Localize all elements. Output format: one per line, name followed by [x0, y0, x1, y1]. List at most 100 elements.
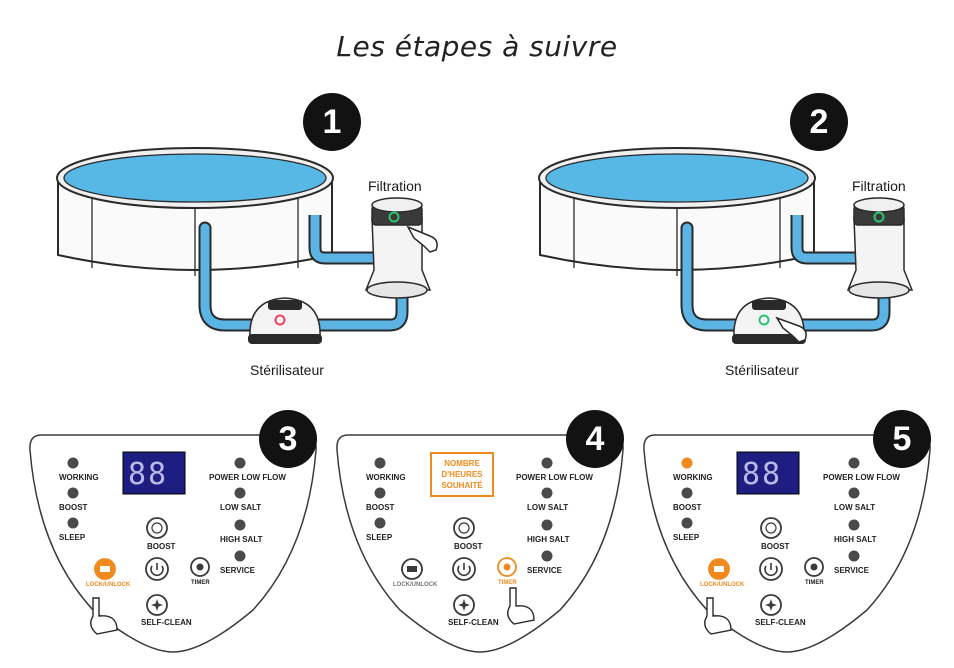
sterilizer-label: Stérilisateur [725, 362, 799, 378]
step-number-badge: 4 [566, 410, 624, 468]
led-right-2 [848, 519, 860, 531]
sparkle-icon [151, 599, 163, 611]
label-self-clean: SELF-CLEAN [755, 618, 806, 627]
led-right-2 [234, 519, 246, 531]
label-working: WORKING [366, 473, 406, 482]
led-working [681, 457, 693, 469]
label-working: WORKING [59, 473, 99, 482]
hand-pointer-icon [507, 587, 535, 625]
sparkle-icon [458, 599, 470, 611]
led-boost [374, 487, 386, 499]
sterilizer-power-icon[interactable] [758, 314, 770, 326]
label-right-1: LOW SALT [834, 503, 876, 512]
label-lock-unlock: LOCK/UNLOCK [393, 582, 438, 588]
filtration-label: Filtration [852, 178, 906, 194]
label-right-2: HIGH SALT [220, 535, 263, 544]
timer-icon [196, 563, 204, 571]
led-right-1 [541, 487, 553, 499]
label-self-clean: SELF-CLEAN [141, 618, 192, 627]
boost-icon [765, 522, 777, 534]
led-working [374, 457, 386, 469]
hand-pointer-icon [775, 316, 807, 343]
panel-outline [336, 434, 624, 653]
sparkle-icon [765, 599, 777, 611]
led-sleep [681, 517, 693, 529]
label-boost: BOOST [59, 503, 88, 512]
led-boost [67, 487, 79, 499]
led-boost [681, 487, 693, 499]
panel-outline [643, 434, 931, 653]
display-digits: 88 [742, 457, 783, 492]
step-number-badge: 5 [873, 410, 931, 468]
label-timer: TIMER [191, 580, 210, 586]
label-lock-unlock: LOCK/UNLOCK [86, 582, 131, 588]
led-sleep [374, 517, 386, 529]
label-right-1: LOW SALT [527, 503, 569, 512]
digital-display [122, 451, 186, 495]
led-right-0 [848, 457, 860, 469]
led-right-3 [234, 550, 246, 562]
label-timer: TIMER [805, 580, 824, 586]
led-right-1 [234, 487, 246, 499]
led-right-3 [541, 550, 553, 562]
power-icon [764, 563, 778, 577]
label-sleep: SLEEP [673, 533, 700, 542]
power-icon [457, 563, 471, 577]
label-right-2: HIGH SALT [527, 535, 570, 544]
boost-button[interactable] [146, 517, 168, 539]
led-working [67, 457, 79, 469]
step-2-scene: Filtration Stérilisateur 2 [477, 0, 954, 400]
filter-power-icon[interactable] [388, 211, 400, 223]
label-timer: TIMER [498, 580, 517, 586]
lock-icon [407, 566, 417, 572]
pool-filtration-diagram-1 [56, 147, 438, 344]
label-right-3: SERVICE [220, 566, 255, 575]
led-right-0 [541, 457, 553, 469]
control-panel-5: WORKING BOOST SLEEP POWER LOW FLOW LOW SALT H… [637, 410, 937, 655]
panel-outline [29, 434, 317, 653]
control-panel-3: WORKING BOOST SLEEP POWER LOW FLOW LOW SALT H… [23, 410, 323, 655]
label-boost: BOOST [366, 503, 395, 512]
panel-body [29, 434, 317, 653]
display-digits: 88 [128, 457, 169, 492]
step-number-badge: 3 [259, 410, 317, 468]
filter-power-icon[interactable] [873, 211, 885, 223]
boost-button[interactable] [760, 517, 782, 539]
sterilizer-label: Stérilisateur [250, 362, 324, 378]
step-number-badge: 2 [790, 93, 848, 151]
filtration-label: Filtration [368, 178, 422, 194]
label-right-0: POWER LOW FLOW [823, 473, 900, 482]
label-right-1: LOW SALT [220, 503, 262, 512]
label-right-0: POWER LOW FLOW [209, 473, 286, 482]
boost-button[interactable] [453, 517, 475, 539]
label-lock-unlock: LOCK/UNLOCK [700, 582, 745, 588]
label-working: WORKING [673, 473, 713, 482]
timer-icon [810, 563, 818, 571]
label-self-clean: SELF-CLEAN [448, 618, 499, 627]
boost-icon [151, 522, 163, 534]
step-number-badge: 1 [303, 93, 361, 151]
hand-pointer-icon [704, 597, 732, 635]
label-right-0: POWER LOW FLOW [516, 473, 593, 482]
panel-body [643, 434, 931, 653]
label-right-3: SERVICE [834, 566, 869, 575]
label-boost: BOOST [147, 542, 176, 551]
hand-pointer-icon [90, 597, 118, 635]
label-boost: BOOST [454, 542, 483, 551]
sterilizer-power-icon[interactable] [274, 314, 286, 326]
lock-icon [714, 566, 724, 572]
label-boost: BOOST [673, 503, 702, 512]
led-sleep [67, 517, 79, 529]
pool-filtration-diagram-2 [538, 147, 914, 344]
panel-body [336, 434, 624, 653]
page-title: Les étapes à suivre [336, 30, 618, 63]
label-sleep: SLEEP [59, 533, 86, 542]
step-1-scene: Filtration Stérilisateur 1 [0, 0, 477, 400]
label-sleep: SLEEP [366, 533, 393, 542]
led-right-2 [541, 519, 553, 531]
power-icon [150, 563, 164, 577]
label-boost: BOOST [761, 542, 790, 551]
control-panel-4: WORKING BOOST SLEEP POWER LOW FLOW LOW SALT H… [330, 410, 630, 655]
lock-icon [100, 566, 110, 572]
label-right-2: HIGH SALT [834, 535, 877, 544]
